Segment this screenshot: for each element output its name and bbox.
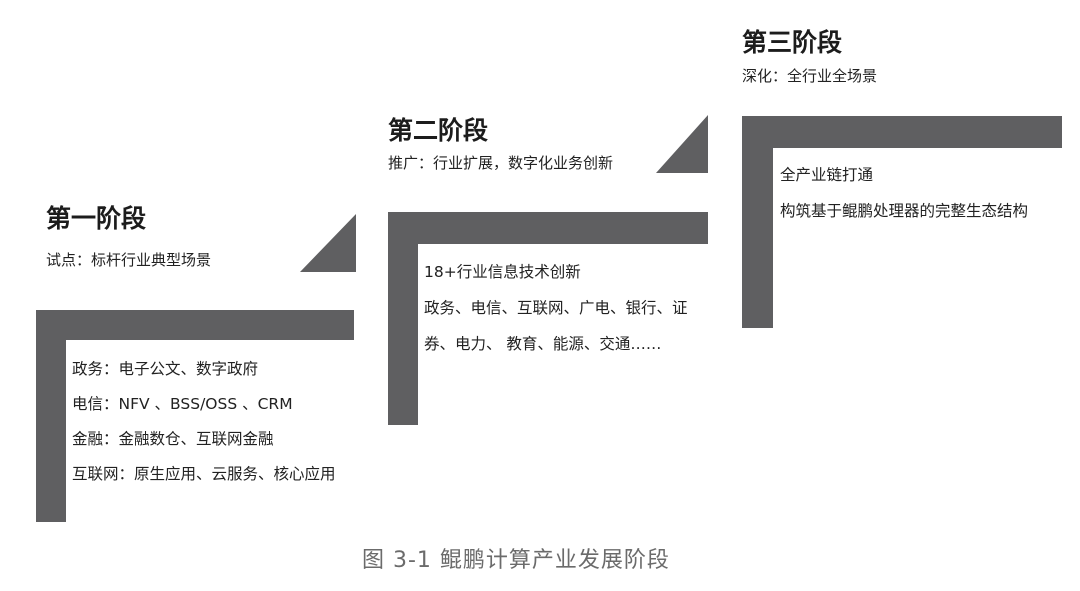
- stage-1-corner-triangle: [300, 214, 356, 272]
- stage-1-subtitle: 试点：标杆行业典型场景: [46, 251, 212, 269]
- stage-3-horizontal-bar: [742, 116, 1062, 148]
- stage-2-detail-3: 券、电力、 教育、能源、交通……: [424, 335, 662, 353]
- stage-1-vertical-bar: [36, 310, 66, 522]
- stage-1-detail-1: 政务：电子公文、数字政府: [72, 360, 259, 378]
- stage-2-horizontal-bar: [388, 212, 708, 244]
- stage-3-title: 第三阶段: [742, 28, 843, 57]
- stage-2-title: 第二阶段: [388, 116, 489, 145]
- stage-1-detail-3: 金融：金融数仓、互联网金融: [72, 430, 274, 448]
- stage-3-detail-2: 构筑基于鲲鹏处理器的完整生态结构: [780, 202, 1029, 220]
- stage-2-corner-triangle: [656, 115, 708, 173]
- stage-2-vertical-bar: [388, 212, 418, 425]
- stage-1-title: 第一阶段: [46, 204, 147, 233]
- stage-1-detail-4: 互联网：原生应用、云服务、核心应用: [72, 465, 336, 483]
- stage-3-vertical-bar: [742, 116, 773, 328]
- stage-1-detail-2: 电信：NFV 、BSS/OSS 、CRM: [72, 395, 293, 413]
- figure-caption: 图 3-1 鲲鹏计算产业发展阶段: [362, 548, 670, 573]
- stage-2-subtitle: 推广：行业扩展，数字化业务创新: [388, 154, 614, 172]
- stage-3-detail-1: 全产业链打通: [780, 166, 874, 184]
- stage-1-horizontal-bar: [36, 310, 354, 340]
- stage-3-subtitle: 深化：全行业全场景: [742, 67, 878, 85]
- stage-2-detail-2: 政务、电信、互联网、广电、银行、证: [424, 299, 688, 317]
- stage-2-detail-1: 18+行业信息技术创新: [424, 263, 581, 281]
